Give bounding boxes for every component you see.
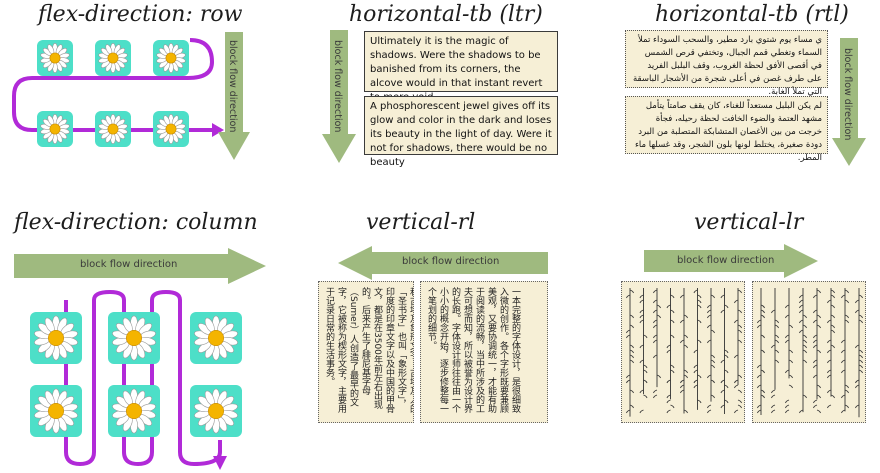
block-flow-arrow-right [644, 244, 818, 278]
flex-item-tile [190, 312, 242, 364]
rtl-paragraph: ي مساء يوم شتوي بارد مطير، والسحب السودا… [625, 30, 828, 97]
flex-item-tile [153, 40, 189, 76]
flex-item-tile [30, 385, 82, 437]
daisy-flower-icon [112, 388, 156, 434]
title-flex-direction-row: flex-direction: row [38, 2, 243, 27]
ltr-paragraph: A phosphorescent jewel gives off its glo… [364, 96, 558, 168]
block-flow-direction-label: block flow direction [402, 256, 500, 267]
block-flow-arrow-down [832, 38, 866, 166]
title-vertical-rl: vertical-rl [366, 210, 476, 235]
daisy-flower-icon [40, 42, 70, 74]
block-flow-arrow-down [322, 30, 356, 163]
title-flex-direction-column: flex-direction: column [14, 210, 258, 235]
rtl-paragraph: لم يكن البلبل مستعداً للغناء، كان يقف صا… [625, 96, 828, 163]
daisy-flower-icon [156, 42, 186, 74]
flex-item-tile [190, 385, 242, 437]
block-flow-direction-label: block flow direction [80, 259, 178, 270]
title-horizontal-tb-rtl: horizontal-tb (rtl) [655, 2, 849, 27]
daisy-flower-icon [98, 42, 128, 74]
mongolian-script-sample [757, 288, 863, 418]
row-flow-path [12, 38, 224, 137]
vrl-paragraph-box: 世界上最古老的文字有楔形文字和古埃及象形文字。古埃及人的「圣书字」也叫「象形文字… [318, 281, 414, 423]
flex-item-tile [95, 40, 131, 76]
daisy-flower-icon [98, 113, 128, 145]
ltr-paragraph: Ultimately it is the magic of shadows. W… [364, 31, 558, 103]
title-horizontal-tb-ltr: horizontal-tb (ltr) [349, 2, 543, 27]
row-flow-arrowhead [212, 123, 224, 137]
flex-item-tile [95, 111, 131, 147]
daisy-flower-icon [34, 315, 78, 361]
flex-item-tile [108, 385, 160, 437]
vrl-paragraph: 一本完整的字体设计，是很细致入微的创作。各个字形既要兼顾美观，又要协调统一，才能… [426, 287, 520, 413]
block-flow-direction-label: block flow direction [332, 40, 343, 133]
block-flow-arrow-left [338, 246, 548, 280]
mongolian-script-sample [626, 288, 742, 417]
daisy-flower-icon [194, 315, 238, 361]
block-flow-direction-label: block flow direction [842, 48, 853, 141]
flex-item-tile [37, 40, 73, 76]
vrl-paragraph-box: 一本完整的字体设计，是很细致入微的创作。各个字形既要兼顾美观，又要协调统一，才能… [420, 281, 548, 423]
block-flow-arrow-right [14, 248, 266, 284]
block-flow-direction-label: block flow direction [227, 40, 238, 133]
block-flow-arrow-down [218, 32, 250, 160]
column-flow-path [64, 289, 227, 470]
flex-item-tile [30, 312, 82, 364]
flex-item-tile [37, 111, 73, 147]
vlr-paragraph-box [752, 281, 866, 423]
vrl-paragraph: 世界上最古老的文字有楔形文字和古埃及象形文字。古埃及人的「圣书字」也叫「象形文字… [324, 287, 414, 413]
column-flow-arrowhead [213, 456, 227, 470]
block-flow-direction-label: block flow direction [677, 255, 775, 266]
vlr-paragraph-box [621, 281, 745, 423]
title-vertical-lr: vertical-lr [694, 210, 804, 235]
daisy-flower-icon [194, 388, 238, 434]
daisy-flower-icon [112, 315, 156, 361]
daisy-flower-icon [34, 388, 78, 434]
flex-item-tile [108, 312, 160, 364]
daisy-flower-icon [156, 113, 186, 145]
flex-item-tile [153, 111, 189, 147]
daisy-flower-icon [40, 113, 70, 145]
